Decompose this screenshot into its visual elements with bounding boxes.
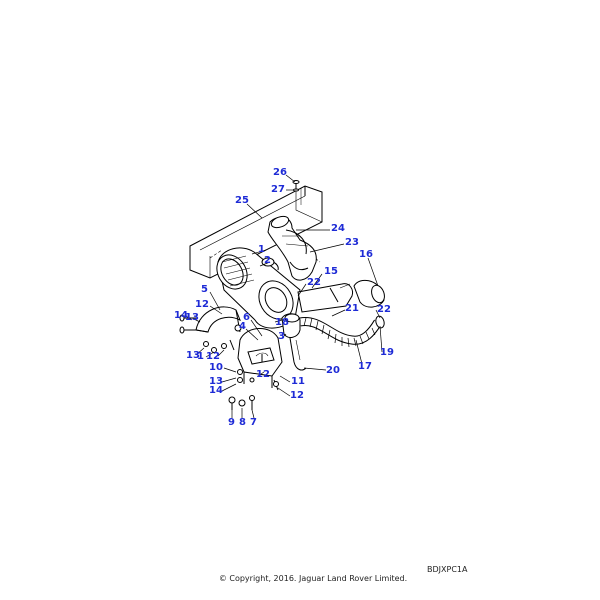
callout-13-low: 13: [209, 376, 223, 387]
callout-21: 21: [345, 303, 359, 314]
callout-12-low: 12: [290, 390, 304, 401]
callout-20: 20: [326, 365, 340, 376]
bolt-part-26: [292, 180, 300, 192]
callout-13-mid: 13: [186, 350, 200, 361]
callout-18: 18: [275, 317, 289, 328]
callout-12-right: 12: [256, 369, 270, 380]
callout-8: 8: [239, 417, 246, 428]
corrugated-hose-part-17: [299, 315, 385, 348]
callout-11: 11: [291, 376, 305, 387]
callout-4: 4: [239, 321, 246, 332]
callout-6: 6: [243, 312, 250, 323]
intake-duct-part-23-24: [267, 215, 317, 281]
callout-10: 10: [209, 362, 223, 373]
callout-2: 2: [264, 255, 271, 266]
callout-12-mid: 12: [206, 351, 220, 362]
callout-16: 16: [359, 249, 373, 260]
callout-24: 24: [331, 223, 345, 234]
strap-band-part-5: [195, 306, 242, 333]
callout-13-left: 13: [185, 312, 199, 323]
callout-22-lower: 22: [377, 304, 391, 315]
callout-14-low: 14: [209, 385, 223, 396]
callout-25: 25: [235, 195, 249, 206]
callout-1: 1: [258, 244, 265, 255]
callout-3: 3: [278, 331, 285, 342]
callout-9: 9: [228, 417, 235, 428]
elbow-part-18: [281, 313, 307, 371]
callout-27: 27: [271, 184, 285, 195]
callout-5: 5: [201, 284, 208, 295]
callout-22-upper: 22: [307, 277, 321, 288]
callout-26: 26: [273, 167, 287, 178]
callout-15: 15: [324, 266, 338, 277]
diagram-reference-code: BDJXPC1A: [427, 565, 468, 574]
fasteners: [179, 314, 279, 410]
callout-19: 19: [380, 347, 394, 358]
callout-12-left: 12: [195, 299, 209, 310]
copyright-notice: © Copyright, 2016. Jaguar Land Rover Lim…: [218, 574, 408, 583]
callout-17: 17: [358, 361, 372, 372]
callout-1-mid: 1: [197, 351, 204, 362]
callout-23: 23: [345, 237, 359, 248]
callout-7: 7: [250, 417, 257, 428]
bracket-part-4: [237, 328, 283, 388]
outlet-pipe-part-15-16: [297, 279, 385, 313]
leader-lines: [185, 174, 383, 419]
callout-14-left: 14: [174, 310, 188, 321]
